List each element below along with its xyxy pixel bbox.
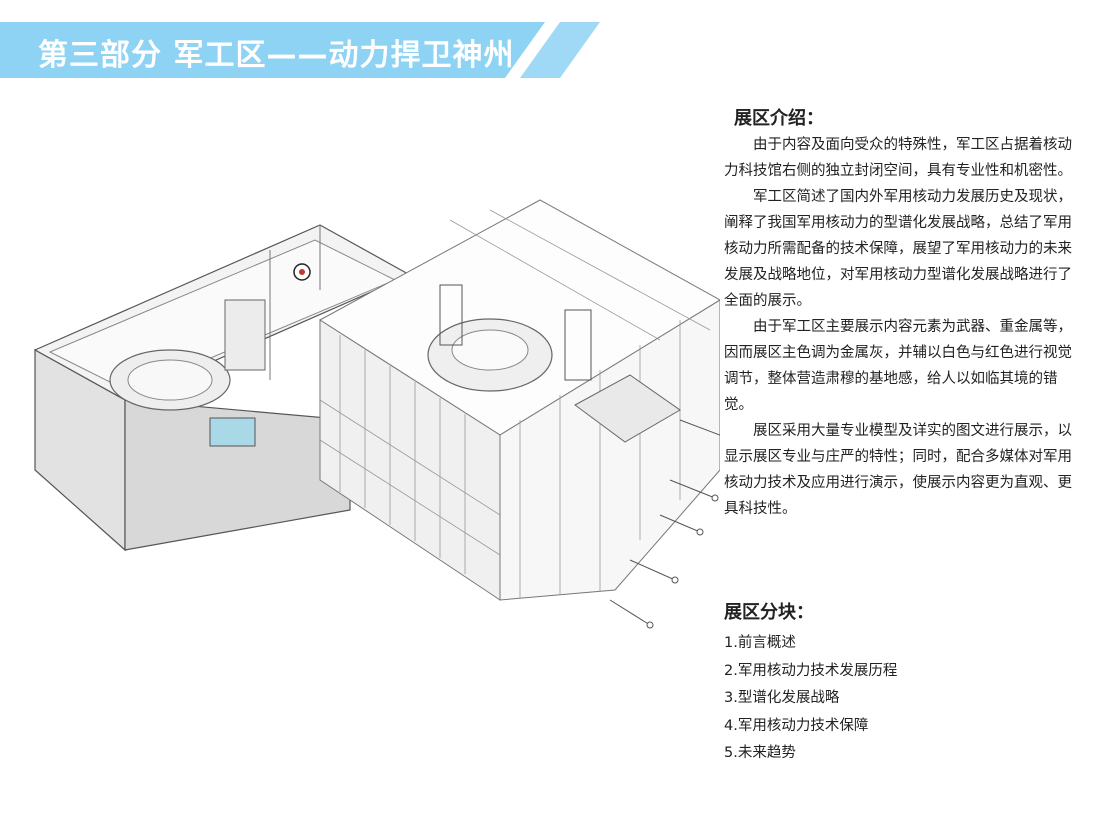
blocks-heading: 展区分块： bbox=[724, 602, 814, 623]
page-title: 第三部分 军工区——动力捍卫神州 bbox=[38, 38, 515, 73]
intro-paragraph: 由于军工区主要展示内容元素为武器、重金属等，因而展区主色调为金属灰，并辅以白色与… bbox=[724, 319, 1072, 413]
block-item: 3.型谱化发展战略 bbox=[724, 690, 840, 706]
block-item: 2.军用核动力技术发展历程 bbox=[724, 662, 898, 679]
block-item: 4.军用核动力技术保障 bbox=[724, 717, 869, 734]
banner-shape bbox=[0, 22, 600, 78]
block-item: 5.未来趋势 bbox=[724, 745, 796, 761]
title-banner: 第三部分 军工区——动力捍卫神州 bbox=[0, 0, 1100, 90]
intro-heading: 展区介绍： bbox=[734, 108, 824, 129]
intro-paragraph: 军工区简述了国内外军用核动力发展历史及现状，阐释了我国军用核动力的型谱化发展战略… bbox=[724, 189, 1072, 309]
exhibition-isometric-drawing bbox=[20, 180, 729, 640]
blocks-panel: 展区分块： 1.前言概述 2.军用核动力技术发展历程 3.型谱化发展战略 4.军… bbox=[724, 598, 1084, 768]
intro-paragraph: 展区采用大量专业模型及详实的图文进行展示，以显示展区专业与庄严的特性；同时，配合… bbox=[724, 423, 1072, 517]
intro-panel: 展区介绍： 由于内容及面向受众的特殊性，军工区占据着核动力科技馆右侧的独立封闭空… bbox=[724, 100, 1086, 522]
intro-paragraph: 由于内容及面向受众的特殊性，军工区占据着核动力科技馆右侧的独立封闭空间，具有专业… bbox=[724, 137, 1072, 179]
isometric-model-illustration bbox=[33, 199, 729, 629]
block-item: 1.前言概述 bbox=[724, 635, 796, 651]
